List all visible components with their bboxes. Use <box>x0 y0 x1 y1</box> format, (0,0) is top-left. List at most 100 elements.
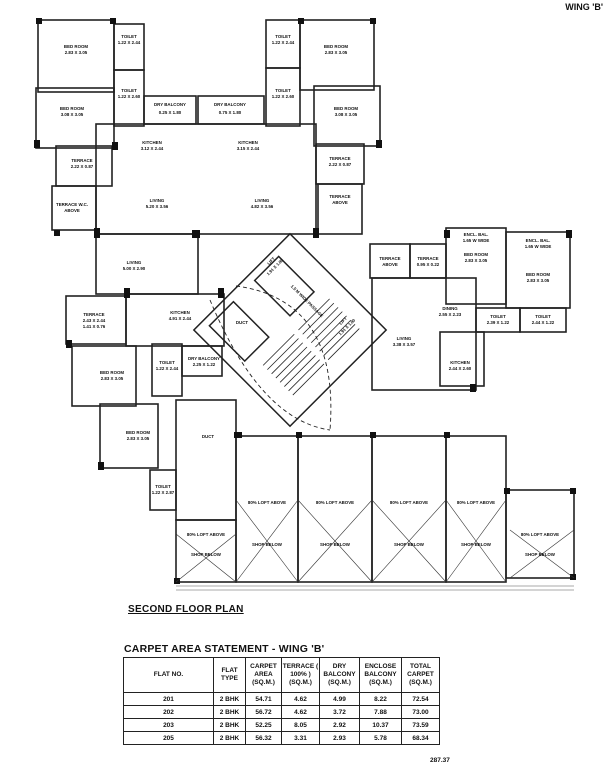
svg-text:TOILET: TOILET <box>490 314 506 319</box>
shop-6: SHOP BELOW <box>525 552 556 557</box>
svg-text:TOILET: TOILET <box>121 34 137 39</box>
svg-text:1.22 X 2.60: 1.22 X 2.60 <box>118 94 141 99</box>
wing-label: WING 'B' <box>565 2 603 12</box>
room-duct: DUCT <box>202 434 215 439</box>
svg-text:5.00 X 2.90: 5.00 X 2.90 <box>123 266 146 271</box>
wall-toilet-rr2 <box>519 307 567 333</box>
svg-text:3.08 X 3.05: 3.08 X 3.05 <box>335 112 358 117</box>
svg-text:TERRACE: TERRACE <box>83 312 104 317</box>
svg-text:2.44 X 2.60: 2.44 X 2.60 <box>449 366 472 371</box>
svg-text:TOILET: TOILET <box>275 88 291 93</box>
stair-core <box>192 232 388 428</box>
svg-text:ENCL. BAL.: ENCL. BAL. <box>464 232 489 237</box>
svg-text:2.83 X 3.05: 2.83 X 3.05 <box>101 376 124 381</box>
svg-text:ABOVE: ABOVE <box>382 262 398 267</box>
table-header-row: FLAT NO. FLAT TYPE CARPET AREA (SQ.M.) T… <box>123 657 440 693</box>
svg-text:2.83 X 3.05: 2.83 X 3.05 <box>465 258 488 263</box>
svg-text:1.22 X 2.60: 1.22 X 2.60 <box>272 94 295 99</box>
room-kitchen-rr: KITCHEN <box>450 360 470 365</box>
loft-2: 80% LOFT ABOVE <box>316 500 354 505</box>
wall-shop-4 <box>445 435 507 583</box>
wall-duct <box>175 399 237 521</box>
wall-drybal-ml <box>181 345 223 377</box>
plan-title: SECOND FLOOR PLAN <box>128 604 244 615</box>
svg-text:1.65 W WIDE: 1.65 W WIDE <box>463 238 490 243</box>
wall-shop-2 <box>297 435 373 583</box>
svg-text:1.65 W WIDE: 1.65 W WIDE <box>525 244 552 249</box>
statement-title: CARPET AREA STATEMENT - WING 'B' <box>124 643 325 655</box>
svg-text:2.83 X 3.05: 2.83 X 3.05 <box>65 50 88 55</box>
svg-text:4.82 X 3.56: 4.82 X 3.56 <box>251 204 274 209</box>
wall-kitchen-rr <box>439 331 485 387</box>
svg-text:2.44 X 1.22: 2.44 X 1.22 <box>532 320 555 325</box>
room-duct2: DUCT <box>236 320 249 325</box>
wall-bed-bl <box>99 403 159 469</box>
shop-4: SHOP BELOW <box>461 542 492 547</box>
col-terrace: TERRACE ( 100% ) (SQ.M.) <box>281 657 320 693</box>
wall-kitchen-living <box>95 123 317 235</box>
loft-4: 80% LOFT ABOVE <box>457 500 495 505</box>
svg-text:DRY BALCONY: DRY BALCONY <box>154 102 186 107</box>
wall-bed-tl <box>37 19 115 93</box>
svg-text:1.22 X 2.44: 1.22 X 2.44 <box>118 40 141 45</box>
room-kitchen-ml: KITCHEN <box>170 310 190 315</box>
room-living-ml: LIVING <box>127 260 142 265</box>
wall-bed-ml <box>71 345 137 407</box>
svg-text:2.83 X 3.05: 2.83 X 3.05 <box>127 436 150 441</box>
room-lift-2: LIFT <box>338 316 348 326</box>
svg-text:TOILET: TOILET <box>121 88 137 93</box>
wall-living-rr <box>371 277 477 391</box>
loft-5: 80% LOFT ABOVE <box>187 532 225 537</box>
shop-5: SHOP BELOW <box>191 552 222 557</box>
svg-text:TERRACE: TERRACE <box>379 256 400 261</box>
wall-shop-1 <box>235 435 299 583</box>
svg-text:2.83 X 3.05: 2.83 X 3.05 <box>325 50 348 55</box>
room-living-rr: LIVING <box>397 336 412 341</box>
svg-text:3.15 X 2.44: 3.15 X 2.44 <box>237 146 260 151</box>
svg-text:ABOVE: ABOVE <box>64 208 80 213</box>
svg-text:1.41 X 0.76: 1.41 X 0.76 <box>83 324 106 329</box>
svg-text:3.38 X 3.57: 3.38 X 3.57 <box>393 342 416 347</box>
room-dining: DINING <box>442 306 458 311</box>
svg-text:1.22 X 2.44: 1.22 X 2.44 <box>272 40 295 45</box>
col-flat-type: FLAT TYPE <box>213 657 246 693</box>
svg-text:3.12 X 2.44: 3.12 X 2.44 <box>141 146 164 151</box>
col-dry-balcony: DRY BALCONY (SQ.M.) <box>319 657 360 693</box>
wall-toilet-tl <box>113 23 145 71</box>
room-bed-ml: BED ROOM <box>100 370 124 375</box>
svg-text:TERRACE: TERRACE <box>329 194 350 199</box>
grand-total: 287.37 <box>430 757 450 764</box>
svg-text:TOILET: TOILET <box>159 360 175 365</box>
room-bed-rr2: BED ROOM <box>526 272 550 277</box>
wall-shop-5 <box>175 519 237 583</box>
col-carpet-area: CARPET AREA (SQ.M.) <box>245 657 282 693</box>
room-passage: 1.5 M WIDE PASSAGE <box>290 284 325 319</box>
svg-text:0.95 X 0.22: 0.95 X 0.22 <box>417 262 440 267</box>
shop-1: SHOP BELOW <box>252 542 283 547</box>
svg-text:DRY BALCONY: DRY BALCONY <box>214 102 246 107</box>
wall-bed-tl2 <box>35 87 115 149</box>
room-living-l: LIVING <box>150 198 165 203</box>
svg-text:1.22 X 2.87: 1.22 X 2.87 <box>152 490 175 495</box>
svg-text:ABOVE: ABOVE <box>332 200 348 205</box>
wall-terrace-wc <box>51 185 97 231</box>
svg-text:ENCL. BAL.: ENCL. BAL. <box>526 238 551 243</box>
col-flat-no: FLAT NO. <box>123 657 214 693</box>
room-bed-tl: BED ROOM <box>64 44 88 49</box>
svg-text:TERRACE W.C.: TERRACE W.C. <box>56 202 88 207</box>
svg-text:2.25 X 1.22: 2.25 X 1.22 <box>193 362 216 367</box>
room-lift-1: LIFT <box>266 256 276 266</box>
svg-text:TERRACE: TERRACE <box>329 156 350 161</box>
svg-text:2.43 X 2.44: 2.43 X 2.44 <box>83 318 106 323</box>
loft-3: 80% LOFT ABOVE <box>390 500 428 505</box>
wall-living-ml <box>95 233 199 295</box>
wall-shop-3 <box>371 435 447 583</box>
wall-kitchen-ml <box>125 293 225 347</box>
wall-bed-tr2 <box>313 85 381 147</box>
svg-text:TERRACE: TERRACE <box>71 158 92 163</box>
wall-terrace-rt <box>369 243 411 279</box>
room-bed-bl: BED ROOM <box>126 430 150 435</box>
